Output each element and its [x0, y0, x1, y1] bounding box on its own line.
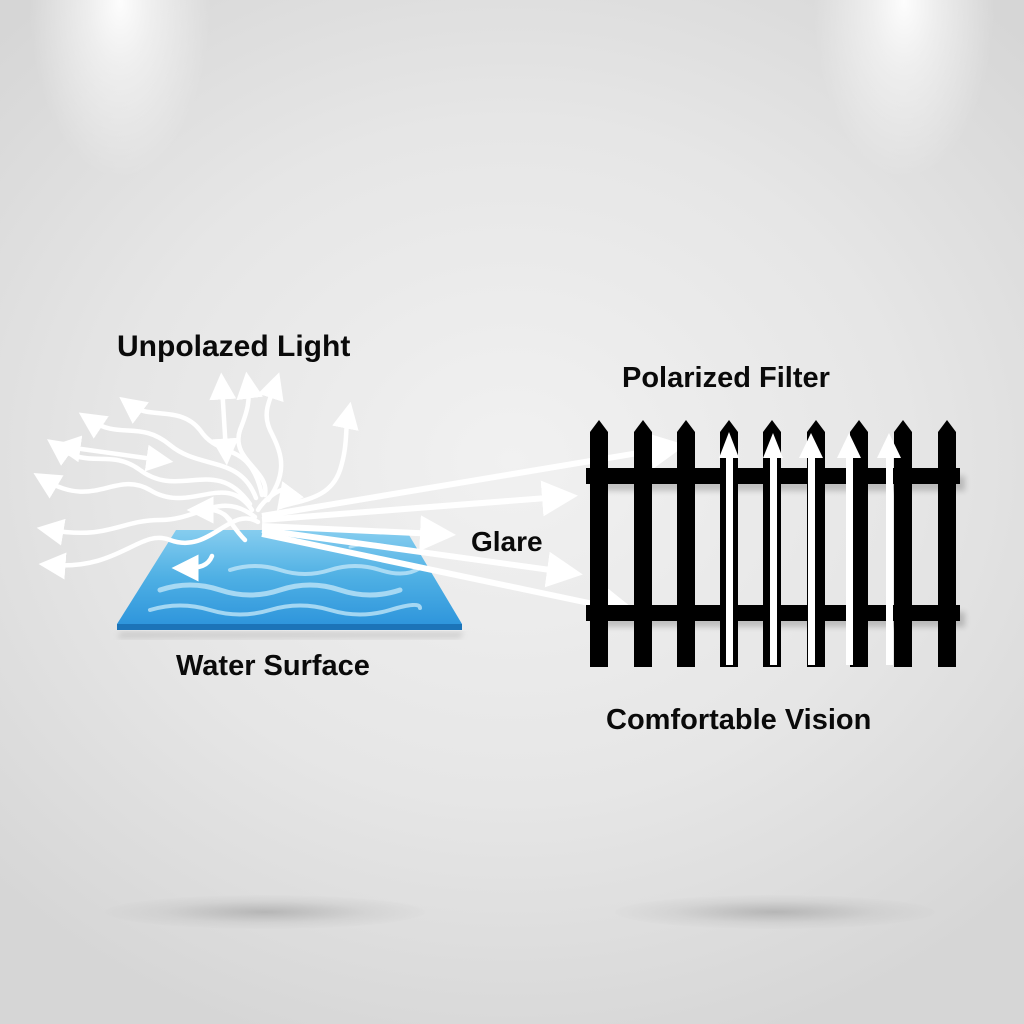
floor-shadow-left: [105, 895, 425, 929]
picket-8: [894, 420, 912, 667]
glare-ray-3: [261, 515, 456, 552]
vertical-arrow-4: [837, 433, 861, 665]
glare-ray-2: [261, 480, 578, 523]
floor-shadow-right: [615, 895, 935, 929]
water-surface: [117, 530, 464, 638]
comfortable-vision-label: Comfortable Vision: [606, 704, 872, 736]
vertical-arrow-2: [763, 433, 783, 665]
glare-ray-5: [261, 531, 640, 624]
picket-9: [938, 420, 956, 667]
water-surface-label: Water Surface: [176, 650, 370, 682]
vertical-arrow-5: [877, 433, 901, 665]
transmitted-light-arrows: [719, 432, 901, 665]
picket-1: [590, 420, 608, 667]
vertical-arrow-3: [799, 433, 823, 665]
water-waves: [148, 542, 422, 617]
vertical-arrow-1: [719, 432, 739, 665]
unpolarized-light-arrows: [33, 371, 359, 582]
polarized-filter-label: Polarized Filter: [622, 362, 830, 394]
picket-2: [634, 420, 652, 667]
unpolarized-light-label: Unpolazed Light: [117, 330, 351, 363]
glare-label: Glare: [471, 526, 543, 557]
picket-7: [850, 420, 868, 667]
picket-3: [677, 420, 695, 667]
glare-ray-4: [261, 527, 583, 588]
glare-rays: [261, 433, 686, 624]
